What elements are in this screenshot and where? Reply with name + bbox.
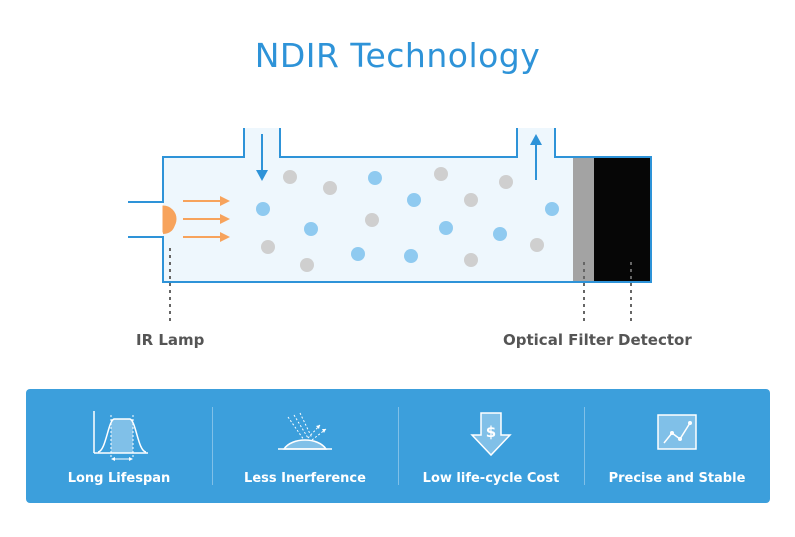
molecule-gray bbox=[261, 240, 275, 254]
molecule-gray bbox=[434, 167, 448, 181]
trend-chart-icon bbox=[657, 414, 697, 450]
molecule-blue bbox=[304, 222, 318, 236]
gas-in-arrow bbox=[256, 134, 268, 181]
molecule-gray bbox=[365, 213, 379, 227]
molecule-gray bbox=[464, 193, 478, 207]
leader-lines bbox=[169, 248, 632, 322]
molecule-blue bbox=[256, 202, 270, 216]
molecule-gray bbox=[300, 258, 314, 272]
detector-label: Detector bbox=[618, 331, 692, 349]
ir-rays bbox=[183, 196, 230, 242]
feature-precise-stable: Precise and Stable bbox=[584, 389, 770, 503]
molecule-gray bbox=[323, 181, 337, 195]
ir-lamp-bulb bbox=[163, 206, 176, 234]
molecule-blue bbox=[439, 221, 453, 235]
feature-label: Less Inerference bbox=[244, 471, 366, 486]
optical-filter-label: Optical Filter bbox=[503, 331, 614, 349]
molecule-gray bbox=[530, 238, 544, 252]
feature-long-lifespan: Long Lifespan bbox=[26, 389, 212, 503]
interference-icon bbox=[278, 412, 332, 450]
molecule-blue bbox=[493, 227, 507, 241]
molecule-blue bbox=[368, 171, 382, 185]
ndir-diagram bbox=[128, 128, 652, 322]
svg-text:$: $ bbox=[486, 423, 496, 441]
ir-lamp-label: IR Lamp bbox=[136, 331, 205, 349]
detector bbox=[594, 158, 650, 281]
molecule-blue bbox=[351, 247, 365, 261]
gas-out-arrow bbox=[530, 134, 542, 180]
feature-label: Low life-cycle Cost bbox=[422, 471, 560, 486]
molecule-gray bbox=[464, 253, 478, 267]
dollar-down-icon: $ bbox=[470, 412, 512, 457]
molecule-blue bbox=[407, 193, 421, 207]
features-panel: Long Lifespan Less Inerference $ Low lif… bbox=[26, 389, 770, 503]
optical-filter bbox=[573, 158, 594, 281]
feature-label: Long Lifespan bbox=[67, 471, 171, 486]
gas-molecules bbox=[256, 167, 559, 272]
lifespan-curve-icon bbox=[93, 411, 148, 461]
chamber-outline bbox=[128, 128, 652, 283]
feature-low-cost: $ Low life-cycle Cost bbox=[398, 389, 584, 503]
feature-label: Precise and Stable bbox=[608, 471, 746, 486]
molecule-blue bbox=[545, 202, 559, 216]
molecule-gray bbox=[499, 175, 513, 189]
molecule-blue bbox=[404, 249, 418, 263]
feature-less-interference: Less Inerference bbox=[212, 389, 398, 503]
molecule-gray bbox=[283, 170, 297, 184]
page-title: NDIR Technology bbox=[254, 36, 541, 75]
